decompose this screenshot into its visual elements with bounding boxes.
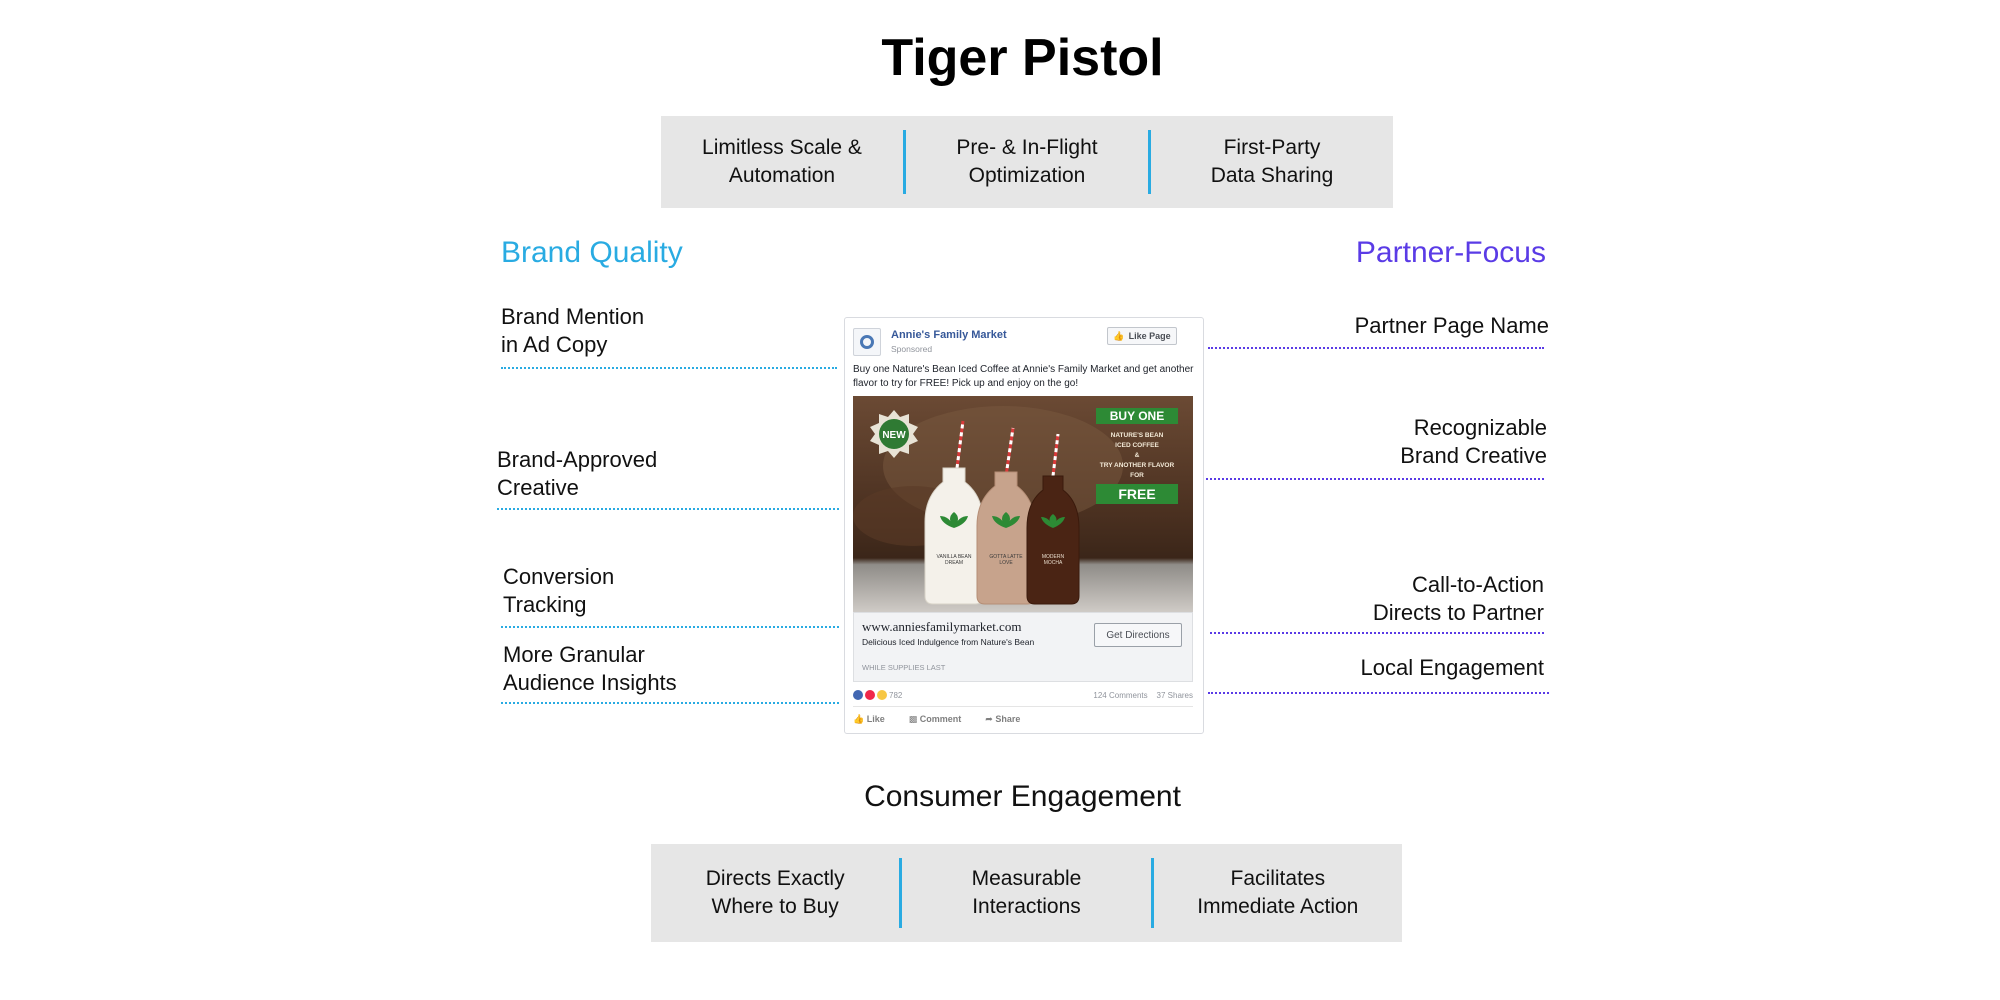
label-partner-page-name: Partner Page Name [1354, 313, 1549, 338]
feature-measurable: Measurable Interactions [971, 867, 1082, 918]
offer-line: TRY ANOTHER FLAVOR [1100, 462, 1175, 469]
offer-line: ICED COFFEE [1115, 442, 1159, 449]
link-url[interactable]: www.anniesfamilymarket.com [862, 619, 1022, 634]
thumbs-up-icon: 👍 [853, 714, 865, 724]
top-features-box: Limitless Scale & Automation Pre- & In-F… [661, 116, 1393, 208]
connector-line [501, 626, 839, 628]
label-local-engagement: Local Engagement [1360, 655, 1544, 680]
shares-count[interactable]: 37 Shares [1156, 691, 1193, 700]
reactions-summary[interactable]: 782 [853, 690, 902, 700]
connector-line [501, 702, 839, 704]
like-action[interactable]: 👍 Like [853, 714, 885, 724]
supplies-note: WHILE SUPPLIES LAST [862, 663, 946, 672]
connector-line [501, 367, 837, 369]
partner-focus-heading: Partner-Focus [1355, 236, 1546, 269]
new-badge: NEW [870, 410, 918, 458]
label-brand-mention: Brand Mention in Ad Copy [501, 304, 645, 357]
wow-reaction-icon [877, 690, 887, 700]
share-action[interactable]: ➦ Share [985, 714, 1021, 724]
thumbs-up-icon: 👍 [1113, 330, 1125, 341]
feature-divider [1148, 130, 1151, 194]
ad-image[interactable]: NEW BUY ONE NATURE'S BEAN ICED COFFEE & … [853, 396, 1193, 612]
bottle-vanilla [924, 467, 984, 605]
get-directions-button[interactable]: Get Directions [1094, 623, 1182, 647]
link-description: Delicious Iced Indulgence from Nature's … [862, 637, 1035, 647]
label-brand-approved-creative: Brand-Approved Creative [497, 447, 658, 500]
consumer-engagement-heading: Consumer Engagement [864, 780, 1181, 813]
divider [853, 706, 1193, 707]
love-reaction-icon [865, 690, 875, 700]
sponsored-label: Sponsored [891, 344, 933, 354]
ad-image-art: NEW BUY ONE NATURE'S BEAN ICED COFFEE & … [853, 406, 1178, 605]
comment-action[interactable]: ▩ Comment [908, 714, 962, 724]
connector-line [1206, 478, 1544, 480]
label-call-to-action: Call-to-Action Directs to Partner [1372, 572, 1544, 625]
page-logo-icon [860, 335, 874, 349]
offer-line: & [1135, 452, 1140, 459]
ad-page-name[interactable]: Annie's Family Market [891, 329, 1007, 341]
ad-copy-text: Buy one Nature's Bean Iced Coffee at Ann… [853, 364, 1194, 389]
reactions-count: 782 [889, 690, 903, 700]
feature-data-sharing: First-Party Data Sharing [1210, 136, 1334, 187]
like-page-button[interactable]: 👍 Like Page [1107, 327, 1177, 345]
offer-free-text: FREE [1118, 486, 1155, 502]
new-badge-text: NEW [882, 430, 906, 441]
comments-count[interactable]: 124 Comments [1093, 691, 1148, 700]
feature-scale: Limitless Scale & Automation [702, 136, 862, 187]
link-preview[interactable]: www.anniesfamilymarket.com Delicious Ice… [853, 612, 1193, 682]
feature-immediate-action: Facilitates Immediate Action [1197, 867, 1359, 918]
feature-divider [1150, 858, 1154, 928]
ad-actions: 👍 Like ▩ Comment ➦ Share [853, 714, 1020, 725]
feature-divider [899, 858, 903, 928]
connector-line [1210, 632, 1544, 634]
offer-top-text: BUY ONE [1110, 409, 1164, 423]
label-recognizable-creative: Recognizable Brand Creative [1400, 415, 1547, 468]
bottle-mocha [1026, 475, 1080, 605]
brand-quality-heading: Brand Quality [501, 236, 683, 269]
connector-line [1208, 692, 1549, 694]
share-icon: ➦ [985, 714, 993, 724]
like-reaction-icon [853, 690, 863, 700]
facebook-ad-card: Annie's Family Market Sponsored 👍 Like P… [844, 317, 1204, 734]
feature-where-to-buy: Directs Exactly Where to Buy [705, 867, 845, 918]
page-title: Tiger Pistol [881, 29, 1164, 87]
feature-divider [903, 130, 906, 194]
offer-line: NATURE'S BEAN [1111, 432, 1164, 439]
offer-line: FOR [1130, 472, 1144, 479]
page-avatar [853, 328, 881, 356]
bottom-features-box: Directs Exactly Where to Buy Measurable … [651, 844, 1402, 942]
label-audience-insights: More Granular Audience Insights [503, 642, 677, 695]
label-conversion-tracking: Conversion Tracking [503, 564, 615, 617]
feature-optimization: Pre- & In-Flight Optimization [956, 136, 1098, 187]
connector-line [1208, 347, 1544, 349]
like-page-label: Like Page [1128, 331, 1171, 341]
connector-line [497, 508, 839, 510]
engagement-counts: 124 Comments 37 Shares [1093, 691, 1193, 700]
comment-icon: ▩ [908, 714, 918, 724]
